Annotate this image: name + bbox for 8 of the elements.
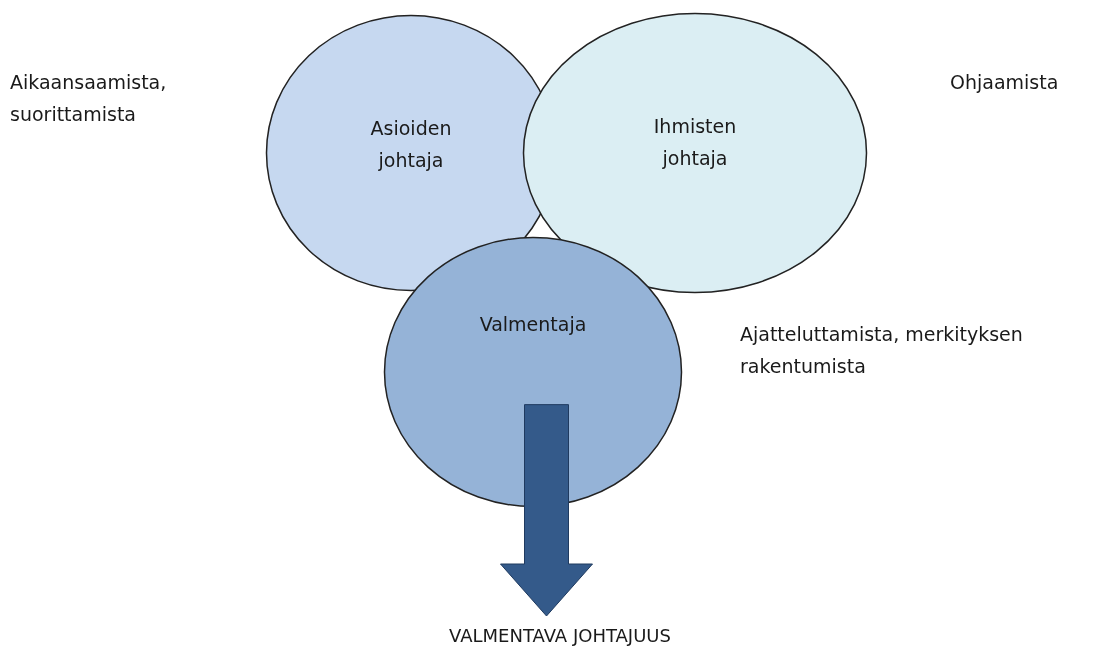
result-label: VALMENTAVA JOHTAJUUS <box>448 624 672 648</box>
block-arrow <box>500 404 593 617</box>
ellipse-label: Ihmisten johtaja <box>652 114 738 171</box>
side-note: Ajatteluttamista, merkityksen rakentumista <box>740 322 1024 379</box>
ellipse-label: Asioiden johtaja <box>369 116 453 173</box>
side-note: Aikaansaamista, suorittamista <box>10 70 168 127</box>
ellipse-label: Valmentaja <box>478 312 588 337</box>
side-note: Ohjaamista <box>950 70 1060 95</box>
